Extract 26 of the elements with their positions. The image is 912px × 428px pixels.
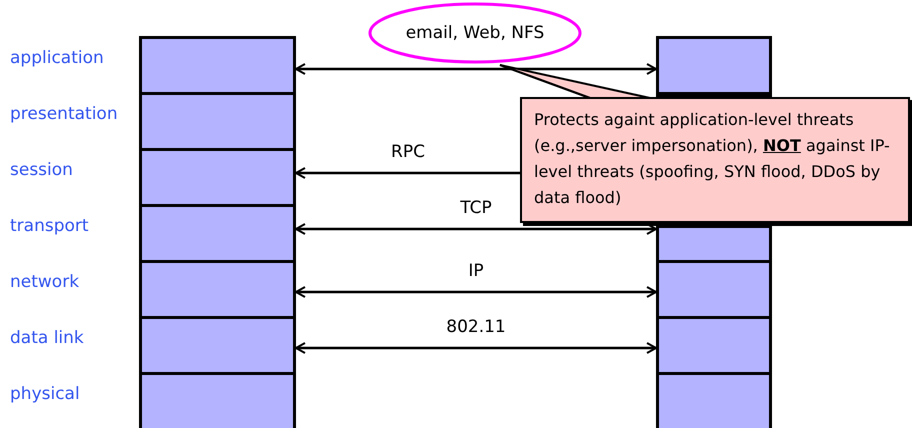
layer-box (656, 372, 772, 428)
layer-box (139, 148, 296, 207)
layer-name: network (10, 272, 80, 292)
layer-name: application (10, 48, 104, 68)
leader-line (500, 64, 590, 99)
layer-box (656, 260, 772, 319)
layer-box (656, 36, 772, 95)
layer-name: data link (10, 328, 84, 348)
layer-name: physical (10, 384, 80, 404)
callout-text: Protects againt application-level threats (e.g.,server impersonation), NOT against IP-level threats (spoofing, SYN flood, DDoS by data flood) (534, 109, 891, 209)
double-arrow (295, 223, 657, 235)
double-arrow (295, 286, 657, 298)
layer-box (656, 316, 772, 375)
layer-name: presentation (10, 104, 118, 124)
protocol-list: email, Web, NFS (406, 23, 544, 43)
layer-box (139, 372, 296, 428)
layer-box (139, 260, 296, 319)
layer-box (139, 204, 296, 263)
double-arrow (295, 63, 657, 75)
layer-name: session (10, 160, 73, 180)
layer-box (139, 316, 296, 375)
layer-box (139, 92, 296, 151)
layer-name: transport (10, 216, 89, 236)
double-arrow (295, 342, 657, 354)
double-arrow (295, 167, 520, 179)
layer-box (139, 36, 296, 95)
